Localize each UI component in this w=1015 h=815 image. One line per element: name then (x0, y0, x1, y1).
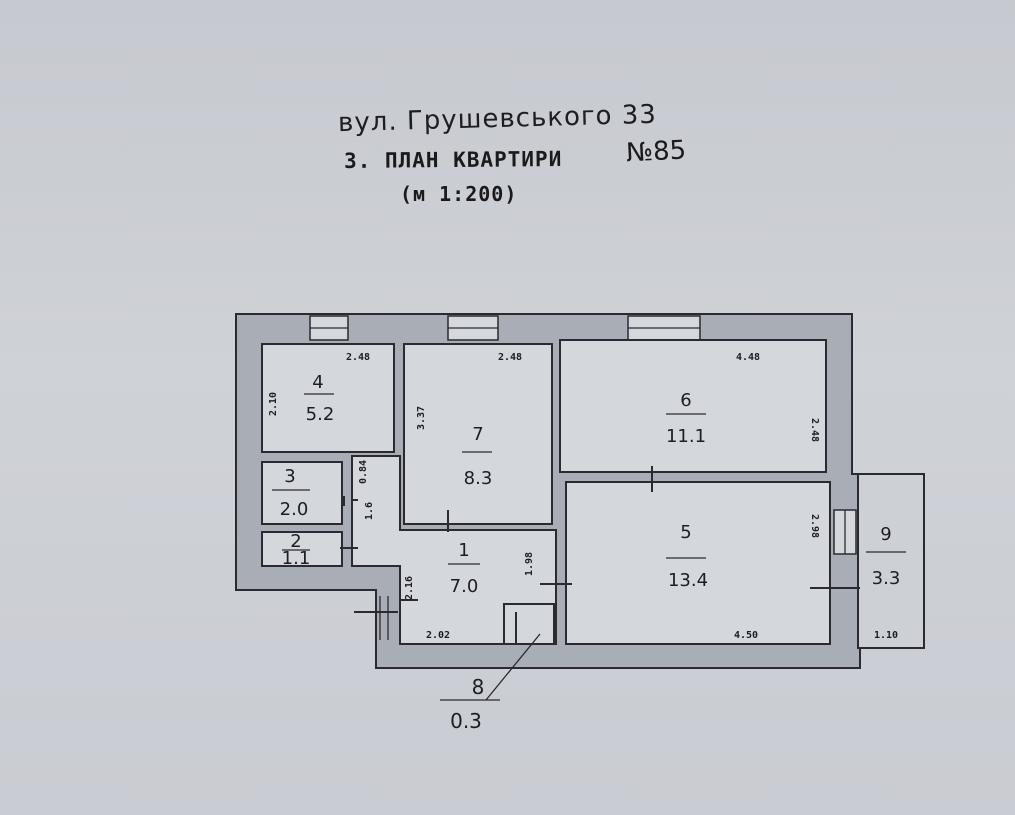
dim-r6-width: 4.48 (736, 352, 760, 363)
dim-r1-right: 1.98 (524, 552, 535, 576)
svg-text:2.0: 2.0 (280, 499, 309, 520)
svg-text:3.3: 3.3 (872, 568, 901, 589)
svg-text:5: 5 (680, 522, 691, 543)
room-label-5: 5 13.4 (666, 522, 708, 591)
room-5 (565, 481, 831, 645)
dim-r3-width: 0.84 (358, 460, 369, 484)
room-label-6: 6 11.1 (666, 390, 706, 447)
svg-text:4: 4 (312, 372, 323, 393)
dim-r1-left: 2.16 (404, 576, 415, 600)
dim-r5-width: 4.50 (734, 630, 758, 641)
room-label-8: 8 0.3 (440, 675, 500, 733)
svg-text:8.3: 8.3 (464, 468, 493, 489)
dim-r4-height: 2.10 (268, 392, 279, 416)
svg-text:1.1: 1.1 (282, 548, 311, 569)
dim-r5-height: 2.98 (809, 514, 820, 538)
room-label-1: 1 7.0 (448, 540, 480, 597)
room-label-4: 4 5.2 (304, 372, 334, 425)
room-6 (559, 339, 827, 473)
room-label-2: 2 1.1 (282, 531, 311, 569)
svg-text:8: 8 (472, 675, 485, 699)
svg-text:1: 1 (458, 540, 469, 561)
room-7 (403, 343, 553, 525)
dim-r1-bottom: 2.02 (426, 630, 450, 641)
room-8 (503, 603, 555, 645)
dim-r6-height: 2.48 (809, 418, 820, 442)
svg-text:3: 3 (284, 466, 295, 487)
dim-r7-height: 3.37 (416, 406, 427, 430)
svg-text:7.0: 7.0 (450, 576, 479, 597)
svg-text:5.2: 5.2 (306, 404, 335, 425)
svg-text:13.4: 13.4 (668, 570, 708, 591)
room-9-balcony (857, 473, 925, 649)
room-4 (261, 343, 395, 453)
room-1 (351, 455, 557, 645)
dim-r9-width: 1.10 (874, 630, 898, 641)
svg-text:11.1: 11.1 (666, 426, 706, 447)
room-8-leader (485, 633, 541, 701)
room-label-3: 3 2.0 (272, 466, 310, 520)
room-label-9: 9 3.3 (866, 524, 906, 589)
room-3 (261, 461, 343, 525)
svg-text:7: 7 (472, 424, 483, 445)
dim-r7-width: 2.48 (498, 352, 522, 363)
dim-r4-width: 2.48 (346, 352, 370, 363)
svg-text:2: 2 (290, 531, 301, 552)
svg-text:9: 9 (880, 524, 891, 545)
room-label-7: 7 8.3 (462, 424, 492, 489)
svg-text:6: 6 (680, 390, 691, 411)
plan-scale: (м 1:200) (400, 182, 518, 206)
svg-text:0.3: 0.3 (450, 709, 482, 733)
dim-r2-height: 1.6 (364, 502, 375, 520)
